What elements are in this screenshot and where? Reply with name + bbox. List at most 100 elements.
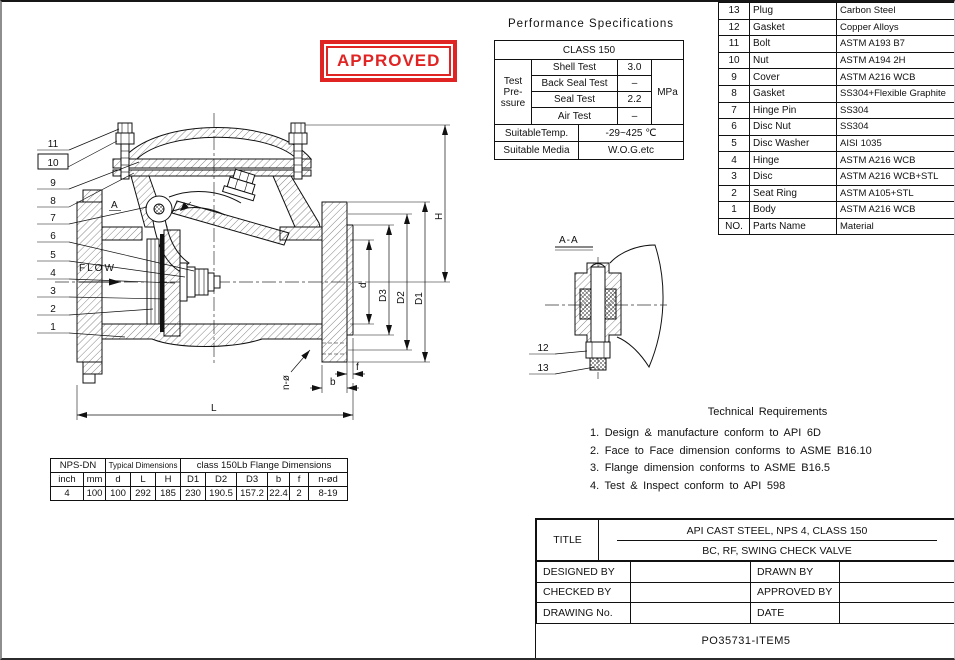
approved-by-value — [839, 581, 954, 603]
part-callouts: 11 10 9 8 7 6 — [37, 128, 195, 338]
seat-ring — [146, 238, 160, 325]
cell: 2 — [718, 184, 750, 203]
cell: 100 — [105, 486, 132, 501]
test-name-cell: Back Seal Test — [532, 76, 618, 92]
callout-6: 6 — [37, 231, 195, 272]
requirement-item: 1. Design & manufacture conform to API 6… — [590, 427, 821, 439]
flow-annotation: FLOW — [79, 263, 121, 286]
cell: 157.2 — [236, 486, 269, 501]
svg-text:11: 11 — [48, 139, 59, 150]
section-cut-mark: A — [109, 200, 192, 211]
gasket-section — [589, 357, 607, 371]
svg-text:7: 7 — [50, 213, 56, 224]
cell: Plug — [749, 2, 837, 20]
test-value-cell: – — [618, 108, 652, 124]
title-separator — [617, 539, 937, 541]
suitable-media-value: W.O.G.etc — [607, 145, 655, 156]
approved-stamp: APPROVED — [320, 40, 458, 82]
label-line: Pre- — [503, 86, 523, 98]
cell: 5 — [718, 134, 750, 153]
cell: NPS-DN — [49, 458, 107, 473]
test-name-cell: Seal Test — [532, 92, 618, 108]
cell: Cover — [749, 68, 837, 86]
flow-label: FLOW — [79, 263, 116, 274]
cell: 292 — [130, 486, 157, 501]
callout-9: 9 — [37, 161, 140, 190]
cell: 190.5 — [205, 486, 238, 501]
test-name-cell: Shell Test — [532, 60, 618, 76]
test-value-cell: 3.0 — [618, 60, 652, 76]
cell: Disc Nut — [749, 118, 837, 136]
table-header-row: inch mm d L H D1 D2 D3 b f n-ød — [50, 472, 349, 487]
cell: Carbon Steel — [836, 2, 954, 20]
section-title: A-A — [555, 235, 593, 251]
approved-by-label: APPROVED BY — [750, 581, 840, 603]
cell: D3 — [236, 472, 269, 487]
cell: b — [267, 472, 291, 487]
svg-text:1: 1 — [50, 322, 56, 333]
callout-13: 13 — [529, 363, 596, 375]
cell: 8 — [718, 84, 750, 103]
drawn-by-label: DRAWN BY — [750, 561, 840, 583]
flange-dimensions-table: NPS-DN Typical Dimensions class 150Lb Fl… — [49, 458, 349, 501]
cell: inch — [50, 472, 84, 487]
cell: Disc — [749, 167, 837, 186]
cell: 4 — [718, 151, 750, 169]
cell: Typical Dimensions — [105, 458, 182, 473]
cell: Bolt — [749, 35, 837, 53]
callout-5: 5 — [37, 250, 186, 278]
callout-3: 3 — [37, 286, 168, 300]
cell: Seat Ring — [749, 184, 837, 203]
callout-1: 1 — [37, 322, 126, 338]
dim-label-d: d — [358, 282, 369, 288]
svg-text:10: 10 — [47, 158, 59, 169]
callout-10: 10 — [37, 140, 118, 170]
cell: Copper Alloys — [836, 18, 954, 37]
suitable-media-label: Suitable Media — [495, 142, 579, 159]
flow-arrow-icon — [109, 278, 121, 286]
label-line: Test — [503, 75, 523, 87]
callout-4: 4 — [37, 268, 176, 284]
drawn-by-value — [839, 561, 954, 583]
cover-bolts — [115, 122, 308, 180]
valve-cross-section-drawing: FLOW A d D3 D2 D1 H — [37, 113, 450, 420]
cell: ASTM A216 WCB — [836, 201, 954, 219]
dim-label-L: L — [211, 403, 217, 414]
designed-by-value — [630, 561, 751, 583]
requirement-item: 3. Flange dimension conforms to ASME B16… — [590, 462, 831, 474]
test-pressure-label: Test Pre- ssure — [495, 60, 532, 124]
table-row: CHECKED BY APPROVED BY — [536, 581, 954, 603]
cell: d — [105, 472, 132, 487]
callout-12: 12 — [529, 343, 588, 355]
cell: n-ød — [308, 472, 349, 487]
dim-label-H: H — [434, 213, 445, 220]
cell: Gasket — [749, 18, 837, 37]
date-value — [839, 602, 954, 624]
svg-text:9: 9 — [50, 178, 56, 189]
dim-label-D3: D3 — [378, 289, 389, 302]
callout-11: 11 — [37, 128, 120, 151]
dim-label-f: f — [356, 362, 359, 373]
section-mark-label: A — [111, 200, 118, 211]
cell: D1 — [180, 472, 207, 487]
cell: NO. — [718, 217, 750, 236]
callout-2: 2 — [37, 304, 154, 316]
cell: SS304+Flexible Graphite — [836, 84, 954, 103]
svg-text:4: 4 — [50, 268, 56, 279]
section-a-a-detail: A-A 12 13 — [529, 235, 667, 379]
dimension-lines: d D3 D2 D1 H b f n-ø L — [76, 124, 450, 420]
test-pressure-grid: Test Pre- ssure Shell Test 3.0 MPa Back … — [495, 60, 683, 125]
requirement-item: 2. Face to Face dimension conforms to AS… — [590, 444, 872, 457]
bolt-left — [115, 122, 135, 180]
table-row: DESIGNED BY DRAWN BY — [536, 561, 954, 583]
callout-8: 8 — [37, 172, 135, 208]
cell: 3 — [718, 167, 750, 186]
